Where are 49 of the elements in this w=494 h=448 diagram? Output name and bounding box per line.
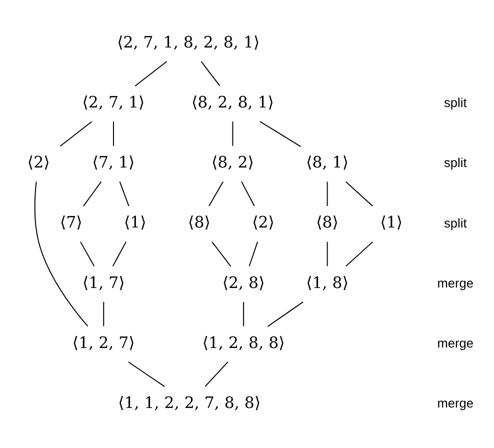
node-text: ⟨2⟩ <box>27 152 50 172</box>
connector <box>119 181 130 207</box>
connector <box>326 181 328 207</box>
node-text: ⟨8, 1⟩ <box>306 152 348 172</box>
connector <box>134 61 168 87</box>
node-text: ⟨7, 1⟩ <box>92 152 135 172</box>
connector <box>208 181 224 207</box>
label: merge <box>437 396 474 411</box>
node-text: ⟨2, 8⟩ <box>222 272 265 292</box>
label: split <box>444 155 467 170</box>
node-text: ⟨1, 2, 7⟩ <box>72 332 135 352</box>
connector <box>204 362 228 387</box>
label: split <box>444 215 467 230</box>
connector <box>326 241 328 267</box>
connector <box>232 121 234 146</box>
connector <box>112 241 127 267</box>
connector <box>80 241 95 267</box>
connector <box>34 181 88 327</box>
connector <box>243 301 244 327</box>
label: merge <box>437 275 474 290</box>
node-text: ⟨8⟩ <box>316 212 338 232</box>
node-text: ⟨1, 7⟩ <box>82 272 125 292</box>
connector <box>113 121 114 146</box>
connector <box>260 121 302 148</box>
connector <box>60 121 92 147</box>
node-text: ⟨8, 2⟩ <box>212 152 254 172</box>
connector <box>346 241 374 267</box>
connector <box>345 181 374 207</box>
node-text: ⟨1⟩ <box>124 212 146 232</box>
connector <box>200 61 220 86</box>
connector <box>103 301 104 327</box>
node-text: ⟨7⟩ <box>60 212 82 232</box>
node-text: ⟨8⟩ <box>188 212 210 232</box>
connector <box>241 181 255 207</box>
node-text: ⟨8, 2, 8, 1⟩ <box>192 92 274 112</box>
connector <box>248 241 258 267</box>
connector <box>212 241 232 267</box>
label: split <box>444 95 467 110</box>
node-text: ⟨2, 7, 1, 8, 2, 8, 1⟩ <box>117 32 260 52</box>
connector <box>267 301 304 327</box>
label: merge <box>437 336 474 351</box>
node-text: ⟨1, 8⟩ <box>306 272 348 292</box>
node-text: ⟨2⟩ <box>252 212 274 232</box>
node-text: ⟨1⟩ <box>380 212 403 232</box>
node-text: ⟨2, 7, 1⟩ <box>82 92 145 112</box>
node-text: ⟨1, 1, 2, 2, 7, 8, 8⟩ <box>118 393 261 412</box>
connector <box>83 181 102 207</box>
node-text: ⟨1, 2, 8, 8⟩ <box>202 332 285 352</box>
connector <box>128 362 166 388</box>
